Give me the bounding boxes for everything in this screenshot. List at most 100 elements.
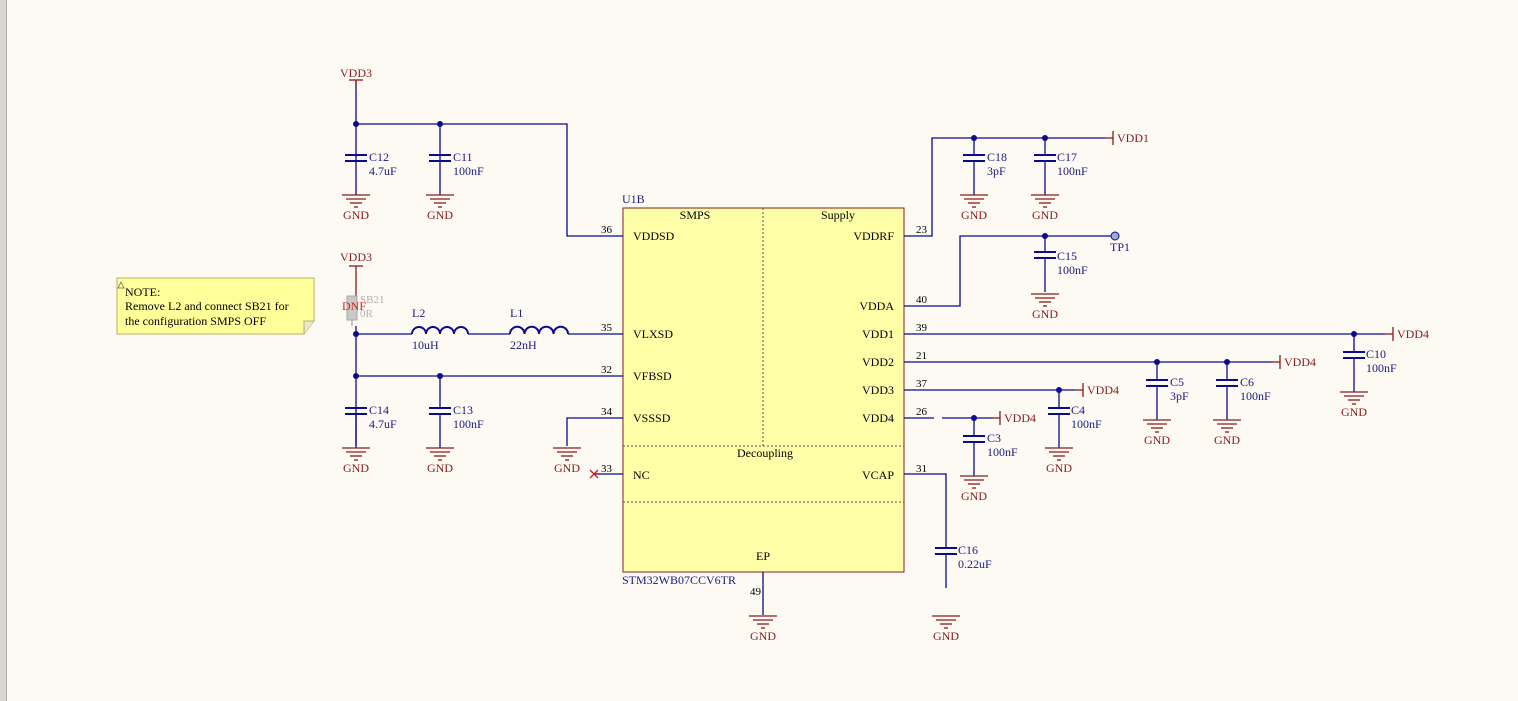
gnd-label-c10: GND	[1341, 405, 1367, 419]
c15-ref: C15	[1057, 249, 1077, 263]
pin-num-vlxsd: 35	[601, 322, 613, 334]
capacitor-c11[interactable]	[429, 154, 451, 195]
c16-ref: C16	[958, 543, 978, 557]
gnd-label-vsssd: GND	[554, 461, 580, 475]
ic-u1b[interactable]	[622, 207, 905, 573]
ic-designator: U1B	[622, 192, 645, 206]
c11-value: 100nF	[453, 164, 484, 178]
sb21-dnf-label: DNF	[342, 299, 366, 313]
c4-ref: C4	[1071, 403, 1085, 417]
test-point-tp1[interactable]	[1110, 231, 1120, 241]
ground-symbol-c6	[1213, 419, 1241, 433]
solder-bridge-sb21[interactable]	[346, 278, 358, 326]
l2-value: 10uH	[412, 338, 439, 352]
ground-symbol-c17	[1031, 194, 1059, 208]
l1-value: 22nH	[510, 338, 537, 352]
capacitor-c13[interactable]	[429, 407, 451, 448]
pin-num-vdd3: 37	[916, 378, 928, 390]
gnd-label-c15: GND	[1032, 307, 1058, 321]
pin-num-vfbsd: 32	[601, 364, 612, 376]
wires	[355, 80, 1385, 615]
c12-value: 4.7uF	[369, 164, 397, 178]
capacitor-c18[interactable]	[963, 154, 985, 195]
gnd-label-c5: GND	[1144, 433, 1170, 447]
sheet-border	[0, 0, 7, 701]
pin-name-vdd4: VDD4	[862, 411, 894, 425]
capacitor-c16[interactable]	[935, 547, 957, 588]
note-line-1: Remove L2 and connect SB21 for	[125, 299, 289, 313]
pin-num-vcap: 31	[916, 463, 927, 475]
capacitor-c15[interactable]	[1034, 251, 1056, 292]
pin-name-vddrf: VDDRF	[853, 229, 894, 243]
c10-ref: C10	[1366, 347, 1386, 361]
pin-name-vlxsd: VLXSD	[633, 327, 673, 341]
pin-name-vsssd: VSSSD	[633, 411, 671, 425]
capacitor-c10[interactable]	[1343, 351, 1365, 392]
note-box[interactable]	[116, 277, 315, 335]
gnd-label-c13: GND	[427, 461, 453, 475]
c13-ref: C13	[453, 403, 473, 417]
capacitor-c3[interactable]	[963, 435, 985, 476]
capacitor-c4[interactable]	[1048, 407, 1070, 448]
ground-symbols	[342, 194, 1368, 629]
pin-num-ep: 49	[750, 586, 762, 598]
c6-value: 100nF	[1240, 389, 1271, 403]
tp1-ref: TP1	[1110, 240, 1130, 254]
net-vdd3-top: VDD3	[340, 66, 372, 80]
ic-part-number: STM32WB07CCV6TR	[622, 573, 736, 587]
pin-num-vsssd: 34	[601, 406, 613, 418]
pin-num-vdd4: 26	[916, 406, 928, 418]
pin-name-vdd3: VDD3	[862, 383, 894, 397]
pin-name-vdd1: VDD1	[862, 327, 894, 341]
capacitors	[345, 154, 1365, 588]
ground-symbol-c15	[1031, 293, 1059, 307]
ground-symbol-ep	[749, 615, 777, 629]
ground-symbol-c4	[1045, 447, 1073, 461]
note-line-2: the configuration SMPS OFF	[125, 314, 266, 328]
c4-value: 100nF	[1071, 417, 1102, 431]
inductor-l2[interactable]	[411, 326, 469, 335]
l1-ref: L1	[510, 306, 523, 320]
capacitor-c12[interactable]	[345, 154, 367, 195]
gnd-label-c17: GND	[1032, 208, 1058, 222]
pin-num-vdda: 40	[916, 294, 928, 306]
inductor-l1[interactable]	[509, 325, 569, 335]
c10-value: 100nF	[1366, 361, 1397, 375]
section-supply: Supply	[821, 208, 855, 222]
c3-ref: C3	[987, 431, 1001, 445]
c18-value: 3pF	[987, 164, 1006, 178]
ground-symbol-c13	[426, 447, 454, 461]
net-vdd3-mid: VDD3	[340, 250, 372, 264]
ground-symbol-c16	[932, 615, 960, 629]
gnd-label-c18: GND	[961, 208, 987, 222]
capacitor-c5[interactable]	[1146, 379, 1168, 420]
ground-symbol-c3	[960, 475, 988, 489]
section-decoupling: Decoupling	[737, 446, 793, 460]
sb21-value: 0R	[360, 308, 374, 320]
capacitor-c14[interactable]	[345, 407, 367, 448]
net-vdd4-d: VDD4	[1004, 411, 1036, 425]
net-vdd4-c: VDD4	[1087, 383, 1119, 397]
capacitor-c6[interactable]	[1216, 379, 1238, 420]
c13-value: 100nF	[453, 417, 484, 431]
pin-num-nc: 33	[601, 463, 613, 475]
ground-symbol-c14	[342, 447, 370, 461]
ground-symbol-c18	[960, 194, 988, 208]
pin-num-vddrf: 23	[916, 224, 928, 236]
ground-symbol-c11	[426, 194, 454, 208]
c5-value: 3pF	[1170, 389, 1189, 403]
sb21-ref: SB21	[360, 294, 384, 306]
gnd-label-c16: GND	[933, 629, 959, 643]
pin-name-vcap: VCAP	[862, 468, 894, 482]
gnd-label-c11: GND	[427, 208, 453, 222]
pin-num-vdd2: 21	[916, 350, 927, 362]
capacitor-c17[interactable]	[1034, 154, 1056, 195]
c12-ref: C12	[369, 150, 389, 164]
c14-value: 4.7uF	[369, 417, 397, 431]
net-vdd1: VDD1	[1117, 131, 1149, 145]
c6-ref: C6	[1240, 375, 1254, 389]
pin-name-nc: NC	[633, 468, 650, 482]
pin-name-vdda: VDDA	[859, 299, 894, 313]
c14-ref: C14	[369, 403, 389, 417]
